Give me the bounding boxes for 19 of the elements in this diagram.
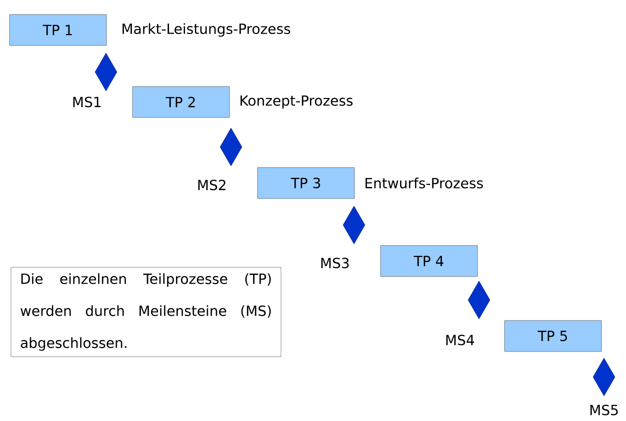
milestone-label: MS5 [590,404,618,416]
milestone-label: MS3 [321,258,349,268]
milestone-label: MS4 [446,334,474,346]
milestone-label: MS1 [73,96,100,108]
milestone-diamond [592,358,616,396]
milestone-diamond [468,280,490,320]
process-box: TP 4 [380,245,478,277]
note-box: Die einzelnen Teilprozesse (TP) werden durch Meilensteine (MS) abgeschlossen. [10,267,282,357]
process-label: Markt-Leistungs-Prozess [122,23,290,37]
process-box: TP 1 [9,14,107,46]
process-label: Entwurfs-Prozess [366,178,483,188]
process-box: TP 2 [132,86,230,118]
process-box: TP 3 [257,167,355,199]
process-box: TP 5 [504,320,602,352]
milestone-diamond [220,128,242,166]
process-label: Konzept-Prozess [240,95,353,109]
milestone-diamond [94,52,118,92]
milestone-diamond [342,206,366,244]
milestone-label: MS2 [198,180,226,190]
